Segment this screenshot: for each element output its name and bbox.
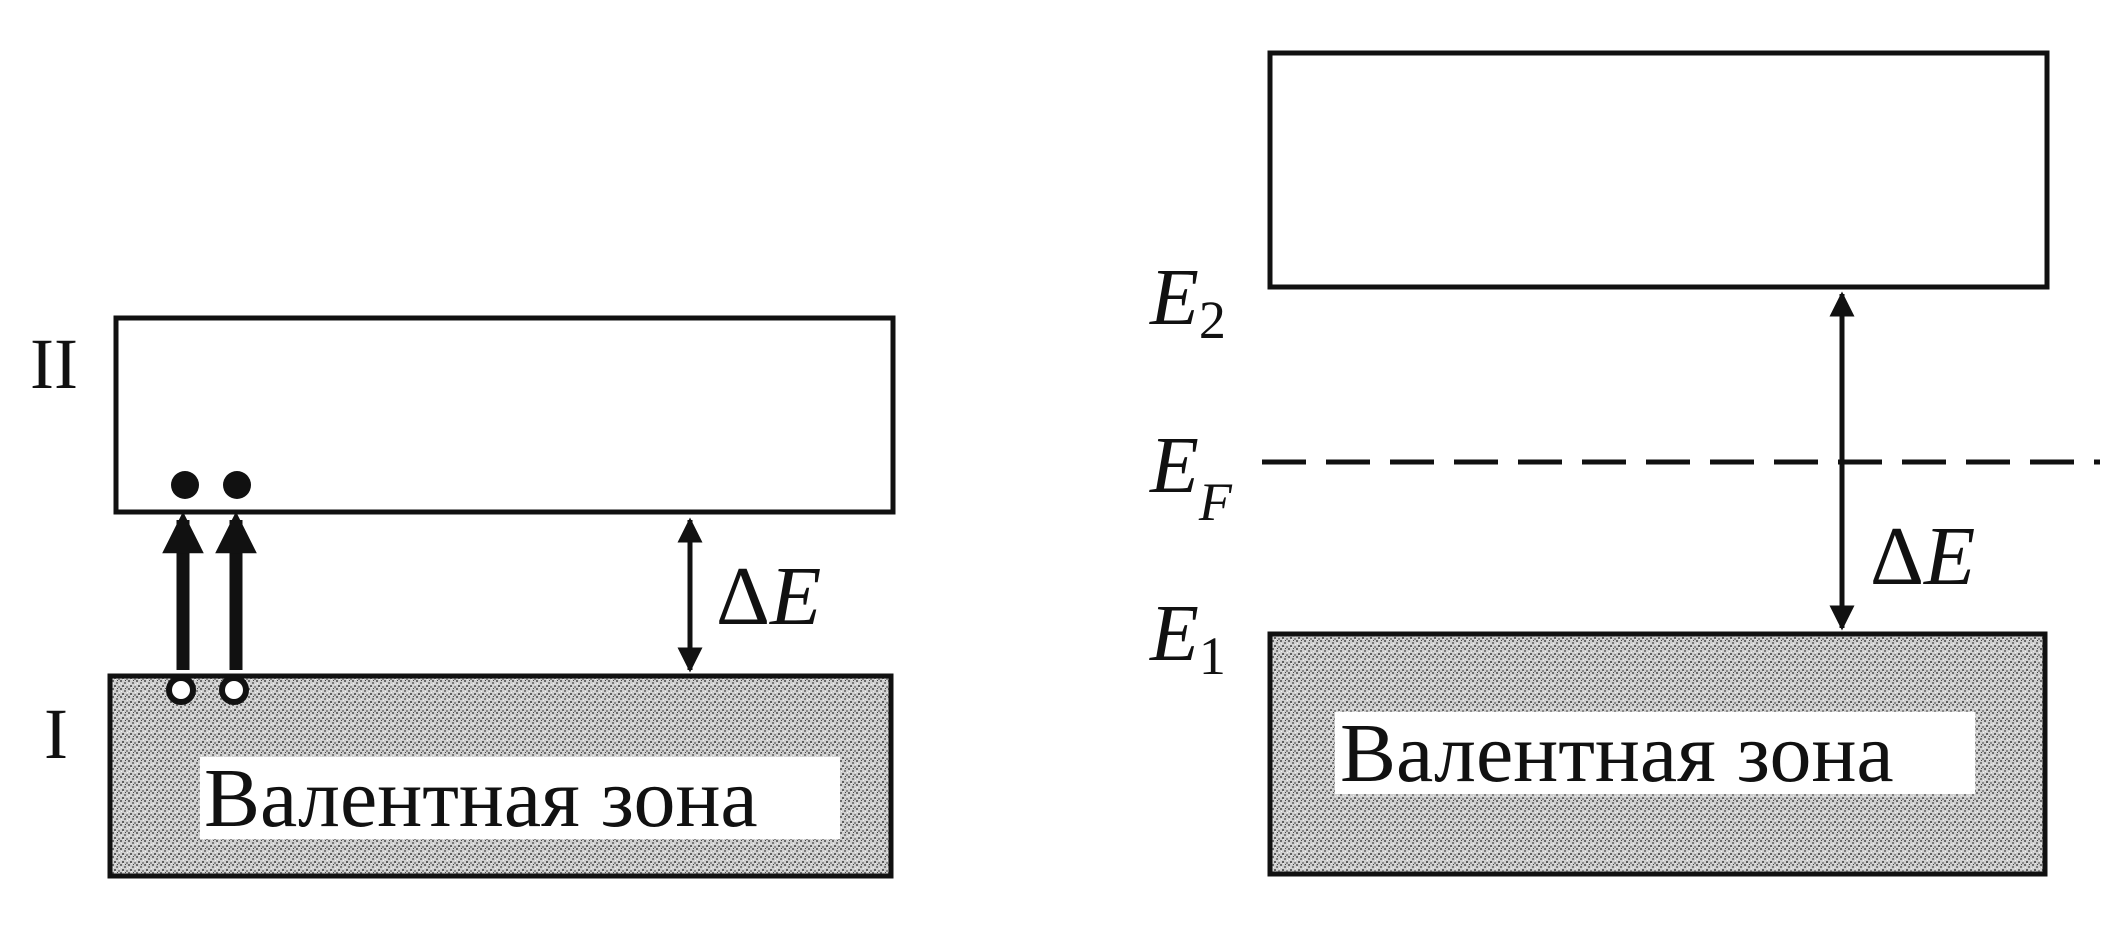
right-gap-delta: Δ xyxy=(1870,510,1924,603)
electron-icon xyxy=(223,471,251,499)
fermi-level-label: EF xyxy=(1149,422,1233,532)
right-diagram: E2 EF E1 Валентная зона ΔE xyxy=(1149,50,2100,877)
right-lower-label-sub: 1 xyxy=(1199,626,1226,686)
right-valence-band-text: Валентная зона xyxy=(1340,707,1894,800)
right-gap-label: ΔE xyxy=(1870,510,1975,603)
left-gap-symbol: E xyxy=(769,550,821,643)
hole-icon xyxy=(219,675,249,705)
right-upper-band-label: E2 xyxy=(1149,254,1226,350)
left-valence-text-backdrop xyxy=(200,757,840,839)
hole-icon xyxy=(166,675,196,705)
right-upper-label-sub: 2 xyxy=(1199,290,1226,350)
left-lower-band-label: I xyxy=(44,694,68,774)
right-upper-band xyxy=(1267,50,2050,290)
right-lower-label-main: E xyxy=(1149,590,1199,678)
right-upper-label-main: E xyxy=(1149,254,1199,342)
fermi-label-sub: F xyxy=(1198,472,1233,532)
left-valence-band-text: Валентная зона xyxy=(204,752,758,845)
electron-icon xyxy=(171,471,199,499)
left-upper-band-label: II xyxy=(30,324,78,404)
left-gap-label: ΔE xyxy=(716,550,821,643)
left-gap-delta: Δ xyxy=(716,550,770,643)
right-valence-text-backdrop xyxy=(1335,712,1975,794)
right-gap-symbol: E xyxy=(1923,510,1975,603)
right-lower-band-label: E1 xyxy=(1149,590,1226,686)
left-diagram: II I Валентная зона ΔE xyxy=(30,315,896,879)
fermi-label-main: E xyxy=(1149,422,1199,510)
